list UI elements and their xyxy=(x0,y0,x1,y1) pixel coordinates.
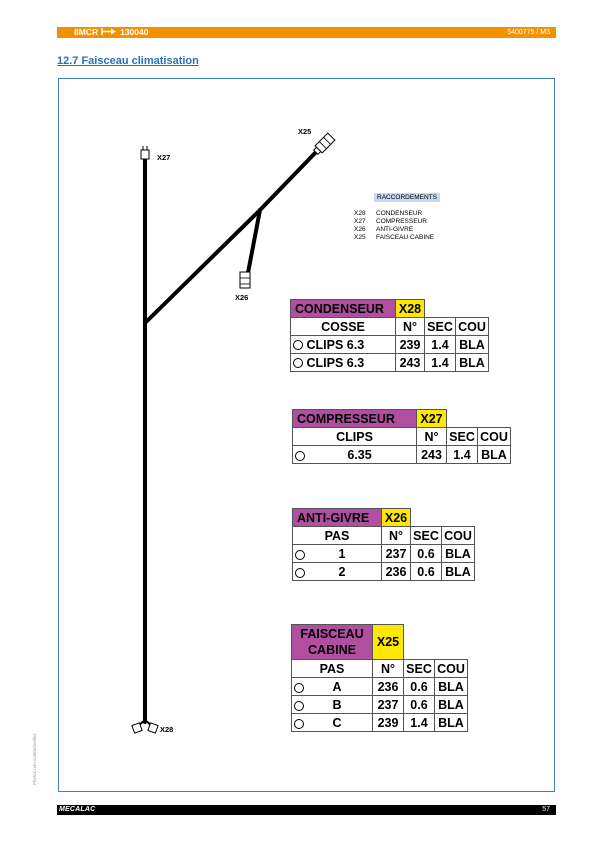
radio-icon xyxy=(294,700,304,711)
radio-icon xyxy=(295,450,305,461)
page-number: 57 xyxy=(542,806,550,813)
header-doc-ref: 5400775 / M3 xyxy=(507,29,550,36)
connector-x27-icon xyxy=(140,146,150,160)
header-serial: 130040 xyxy=(120,27,149,37)
radio-icon xyxy=(293,358,303,369)
radio-icon xyxy=(295,549,305,560)
header-model-serial: 8MCR 130040 xyxy=(74,27,148,38)
footer-bar: MECALAC 57 xyxy=(57,805,556,815)
table-code: X26 xyxy=(381,508,411,527)
table-title: COMPRESSEUR xyxy=(292,409,417,428)
radio-icon xyxy=(295,567,305,578)
table-code: X27 xyxy=(416,409,447,428)
label-x25: X25 xyxy=(298,127,312,136)
section-title: 12.7 Faisceau climatisation xyxy=(57,55,199,67)
diagram-frame xyxy=(58,78,555,792)
header-bar: 8MCR 130040 5400775 / M3 xyxy=(57,27,556,38)
table-code: X25 xyxy=(372,624,404,660)
header-model: 8MCR xyxy=(74,27,99,37)
connector-x28-icon xyxy=(131,719,159,734)
raccordements-title: RACCORDEMENTS xyxy=(374,193,440,202)
table-title: CONDENSEUR xyxy=(290,299,396,318)
label-x26: X26 xyxy=(235,293,249,302)
radio-icon xyxy=(294,682,304,693)
brand-logo: MECALAC xyxy=(59,806,96,813)
radio-icon xyxy=(294,718,304,729)
arrow-right-icon xyxy=(101,27,117,38)
connector-x25-icon xyxy=(312,132,336,156)
side-note: Photos non contractuelles xyxy=(32,733,37,785)
label-x28: X28 xyxy=(160,725,174,734)
table-title: ANTI-GIVRE xyxy=(292,508,382,527)
radio-icon xyxy=(293,340,303,351)
table-code: X28 xyxy=(395,299,425,318)
label-x27: X27 xyxy=(157,153,171,162)
connector-x26-icon xyxy=(239,271,251,289)
